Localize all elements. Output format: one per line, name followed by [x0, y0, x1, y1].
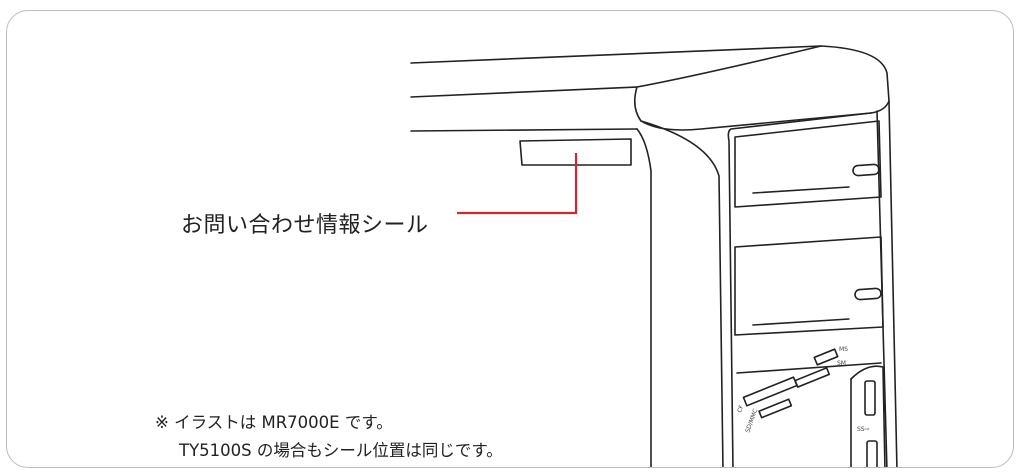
- sm-label: SM: [837, 360, 846, 367]
- note-text: ※ イラストは MR7000E です。 TY5100S の場合もシール位置は同じ…: [155, 409, 503, 465]
- drive-bay-1: [734, 120, 882, 208]
- bezel-inner-left-edge: [727, 112, 872, 467]
- usb-port-1: [864, 380, 876, 416]
- sdmmc-label: SD/MMC: [744, 408, 759, 434]
- usb-label: SS⇨: [857, 426, 870, 433]
- callout-label: お問い合わせ情報シール: [181, 213, 429, 238]
- cf-slot: [742, 376, 798, 407]
- sdmmc-slot: [758, 398, 793, 419]
- pc-tower-illustration: MS SM CF SD/MMC SS⇨: [410, 45, 898, 467]
- drive-2-slot: [752, 318, 850, 326]
- note-line-2: TY5100S の場合もシール位置は同じです。: [179, 441, 503, 460]
- usb-port-2: [866, 440, 878, 467]
- note-line-1: ※ イラストは MR7000E です。: [155, 413, 393, 432]
- callout-leader-line: [457, 153, 578, 215]
- ms-slot: [813, 348, 839, 366]
- case-top-edge: [410, 45, 822, 64]
- bezel-right-edge: [888, 100, 898, 467]
- case-side-line: [410, 86, 638, 98]
- ms-label: MS: [839, 346, 848, 353]
- cf-label: CF: [736, 404, 745, 414]
- drive-bay-2: [734, 236, 884, 336]
- drive-1-slot: [752, 186, 850, 194]
- sm-slot: [794, 367, 831, 388]
- illustration-frame: MS SM CF SD/MMC SS⇨ お問い合わせ情報シール ※ イラストは …: [6, 10, 1014, 468]
- info-sticker: [519, 138, 632, 166]
- case-side-line-lower: [410, 128, 638, 132]
- case-front-corner: [636, 128, 652, 467]
- bezel-top-cap: [633, 45, 890, 131]
- card-panel-top: [736, 362, 882, 374]
- usb-panel: [850, 365, 886, 467]
- bezel-left-edge: [640, 120, 724, 467]
- drive-1-eject-button: [852, 163, 880, 177]
- drive-2-eject-button: [854, 287, 882, 301]
